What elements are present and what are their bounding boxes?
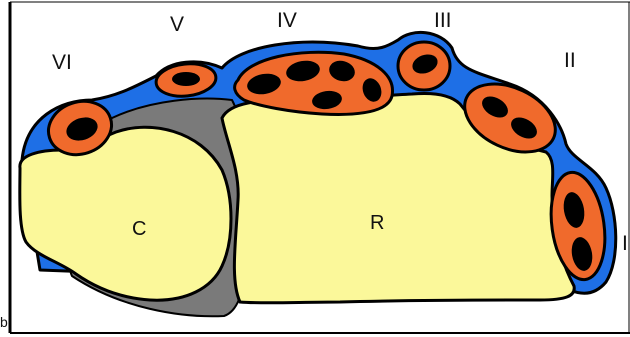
- label-vi: VI: [52, 51, 72, 74]
- label-i: I: [622, 232, 628, 255]
- label-radius: R: [370, 212, 384, 234]
- capitate-bone: [20, 127, 231, 300]
- label-capitate: C: [132, 218, 146, 240]
- label-iii: III: [434, 9, 452, 32]
- corner-mark: b: [0, 314, 8, 330]
- tendon: [172, 72, 200, 86]
- compartment-iv: [235, 52, 393, 114]
- compartment-iii: [398, 42, 450, 90]
- label-v: V: [170, 13, 184, 36]
- label-iv: IV: [277, 9, 297, 32]
- label-ii: II: [564, 49, 576, 72]
